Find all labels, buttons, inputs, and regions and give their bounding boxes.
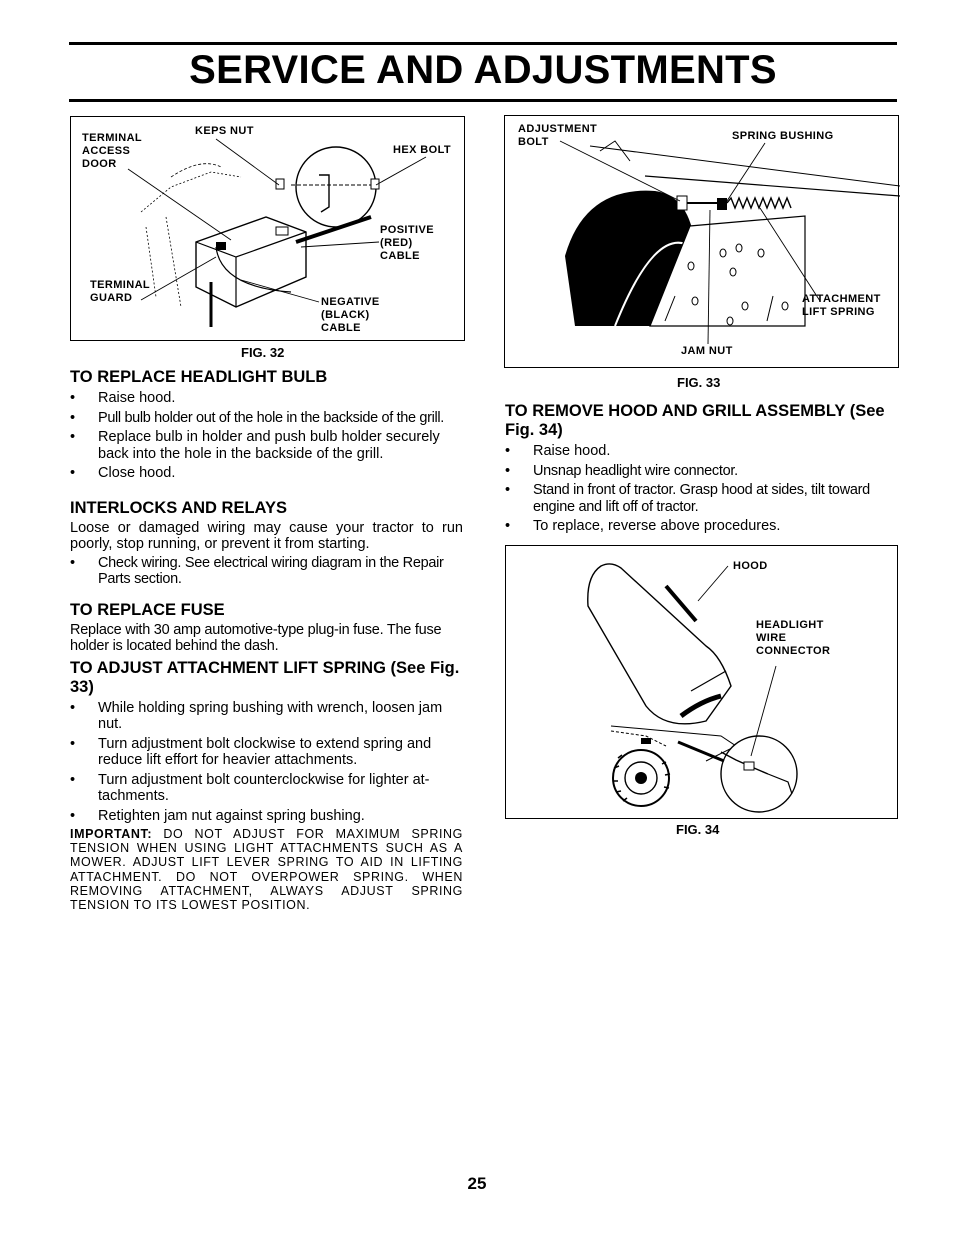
label-jam-nut: JAM NUT xyxy=(681,345,733,357)
label-keps-nut: KEPS NUT xyxy=(195,125,254,137)
list-item: Stand in front of tractor. Grasp hood at… xyxy=(505,482,898,515)
label-headlight-wire-connector: HEADLIGHT WIRE CONNECTOR xyxy=(756,619,831,657)
title-underline xyxy=(69,99,897,102)
page-number: 25 xyxy=(467,1174,487,1193)
fig-33-caption: FIG. 33 xyxy=(677,375,721,390)
interlocks-heading: INTERLOCKS AND RELAYS xyxy=(70,498,287,517)
hood-steps: Raise hood. Unsnap headlight wire connec… xyxy=(505,443,898,535)
label-negative-cable: NEGATIVE (BLACK) CABLE xyxy=(321,296,380,334)
lift-spring-heading: TO ADJUST ATTACHMENT LIFT SPRING (See Fi… xyxy=(70,658,460,696)
list-item: Turn adjustment bolt counterclockwise fo… xyxy=(70,772,463,805)
figure-34: HOOD HEADLIGHT WIRE CONNECTOR xyxy=(505,545,898,819)
important-note: IMPORTANT: DO NOT ADJUST FOR MAXIMUM SPR… xyxy=(70,827,463,912)
list-item: Pull bulb holder out of the hole in the … xyxy=(70,410,463,427)
label-positive-cable: POSITIVE (RED) CABLE xyxy=(380,224,434,262)
fig-34-caption: FIG. 34 xyxy=(676,822,720,837)
fig-32-caption: FIG. 32 xyxy=(241,345,285,360)
figure-32: TERMINAL ACCESS DOOR KEPS NUT HEX BOLT P… xyxy=(70,116,465,341)
important-label: IMPORTANT: xyxy=(70,827,153,841)
fuse-heading: TO REPLACE FUSE xyxy=(70,600,225,619)
label-hex-bolt: HEX BOLT xyxy=(393,144,451,156)
interlocks-text: Loose or damaged wiring may cause your t… xyxy=(70,519,463,553)
label-terminal-access-door: TERMINAL ACCESS DOOR xyxy=(82,132,143,170)
interlocks-steps: Check wiring. See electrical wiring diag… xyxy=(70,555,463,588)
hood-heading: TO REMOVE HOOD AND GRILL ASSEMBLY (See F… xyxy=(505,402,885,439)
lift-spring-steps: While holding spring bushing with wrench… xyxy=(70,700,463,825)
list-item: Check wiring. See electrical wiring diag… xyxy=(70,555,463,588)
right-column: TO REMOVE HOOD AND GRILL ASSEMBLY (See F… xyxy=(505,402,898,538)
list-item: While holding spring bushing with wrench… xyxy=(70,700,463,733)
figure-33: ADJUSTMENT BOLT SPRING BUSHING ATTACHMEN… xyxy=(504,115,900,368)
list-item: Retighten jam nut against spring bushing… xyxy=(70,808,463,825)
label-spring-bushing: SPRING BUSHING xyxy=(732,130,834,142)
list-item: Close hood. xyxy=(70,465,463,482)
battery-illustration xyxy=(127,138,427,327)
list-item: To replace, reverse above procedures. xyxy=(505,518,898,535)
important-text: DO NOT ADJUST FOR MAXIMUM SPRING TENSION… xyxy=(70,827,463,913)
hood-illustration xyxy=(587,563,798,813)
list-item: Replace bulb in holder and push bulb hol… xyxy=(70,429,463,462)
list-item: Raise hood. xyxy=(70,390,463,407)
page-title: SERVICE AND ADJUSTMENTS xyxy=(189,48,777,92)
top-rule xyxy=(69,42,897,45)
label-hood: HOOD xyxy=(733,560,768,572)
label-terminal-guard: TERMINAL GUARD xyxy=(90,279,151,304)
fuse-text: Replace with 30 amp automotive-type plug… xyxy=(70,621,442,655)
list-item: Unsnap headlight wire connector. xyxy=(505,463,898,480)
left-column: TO REPLACE HEADLIGHT BULB Raise hood. Pu… xyxy=(70,368,463,912)
label-adjustment-bolt: ADJUSTMENT BOLT xyxy=(518,123,598,148)
lift-spring-illustration xyxy=(559,140,900,345)
list-item: Raise hood. xyxy=(505,443,898,460)
list-item: Turn adjustment bolt clockwise to extend… xyxy=(70,736,463,769)
headlight-steps: Raise hood. Pull bulb holder out of the … xyxy=(70,390,463,482)
label-attachment-lift-spring: ATTACHMENT LIFT SPRING xyxy=(802,293,881,318)
headlight-heading: TO REPLACE HEADLIGHT BULB xyxy=(70,368,328,386)
